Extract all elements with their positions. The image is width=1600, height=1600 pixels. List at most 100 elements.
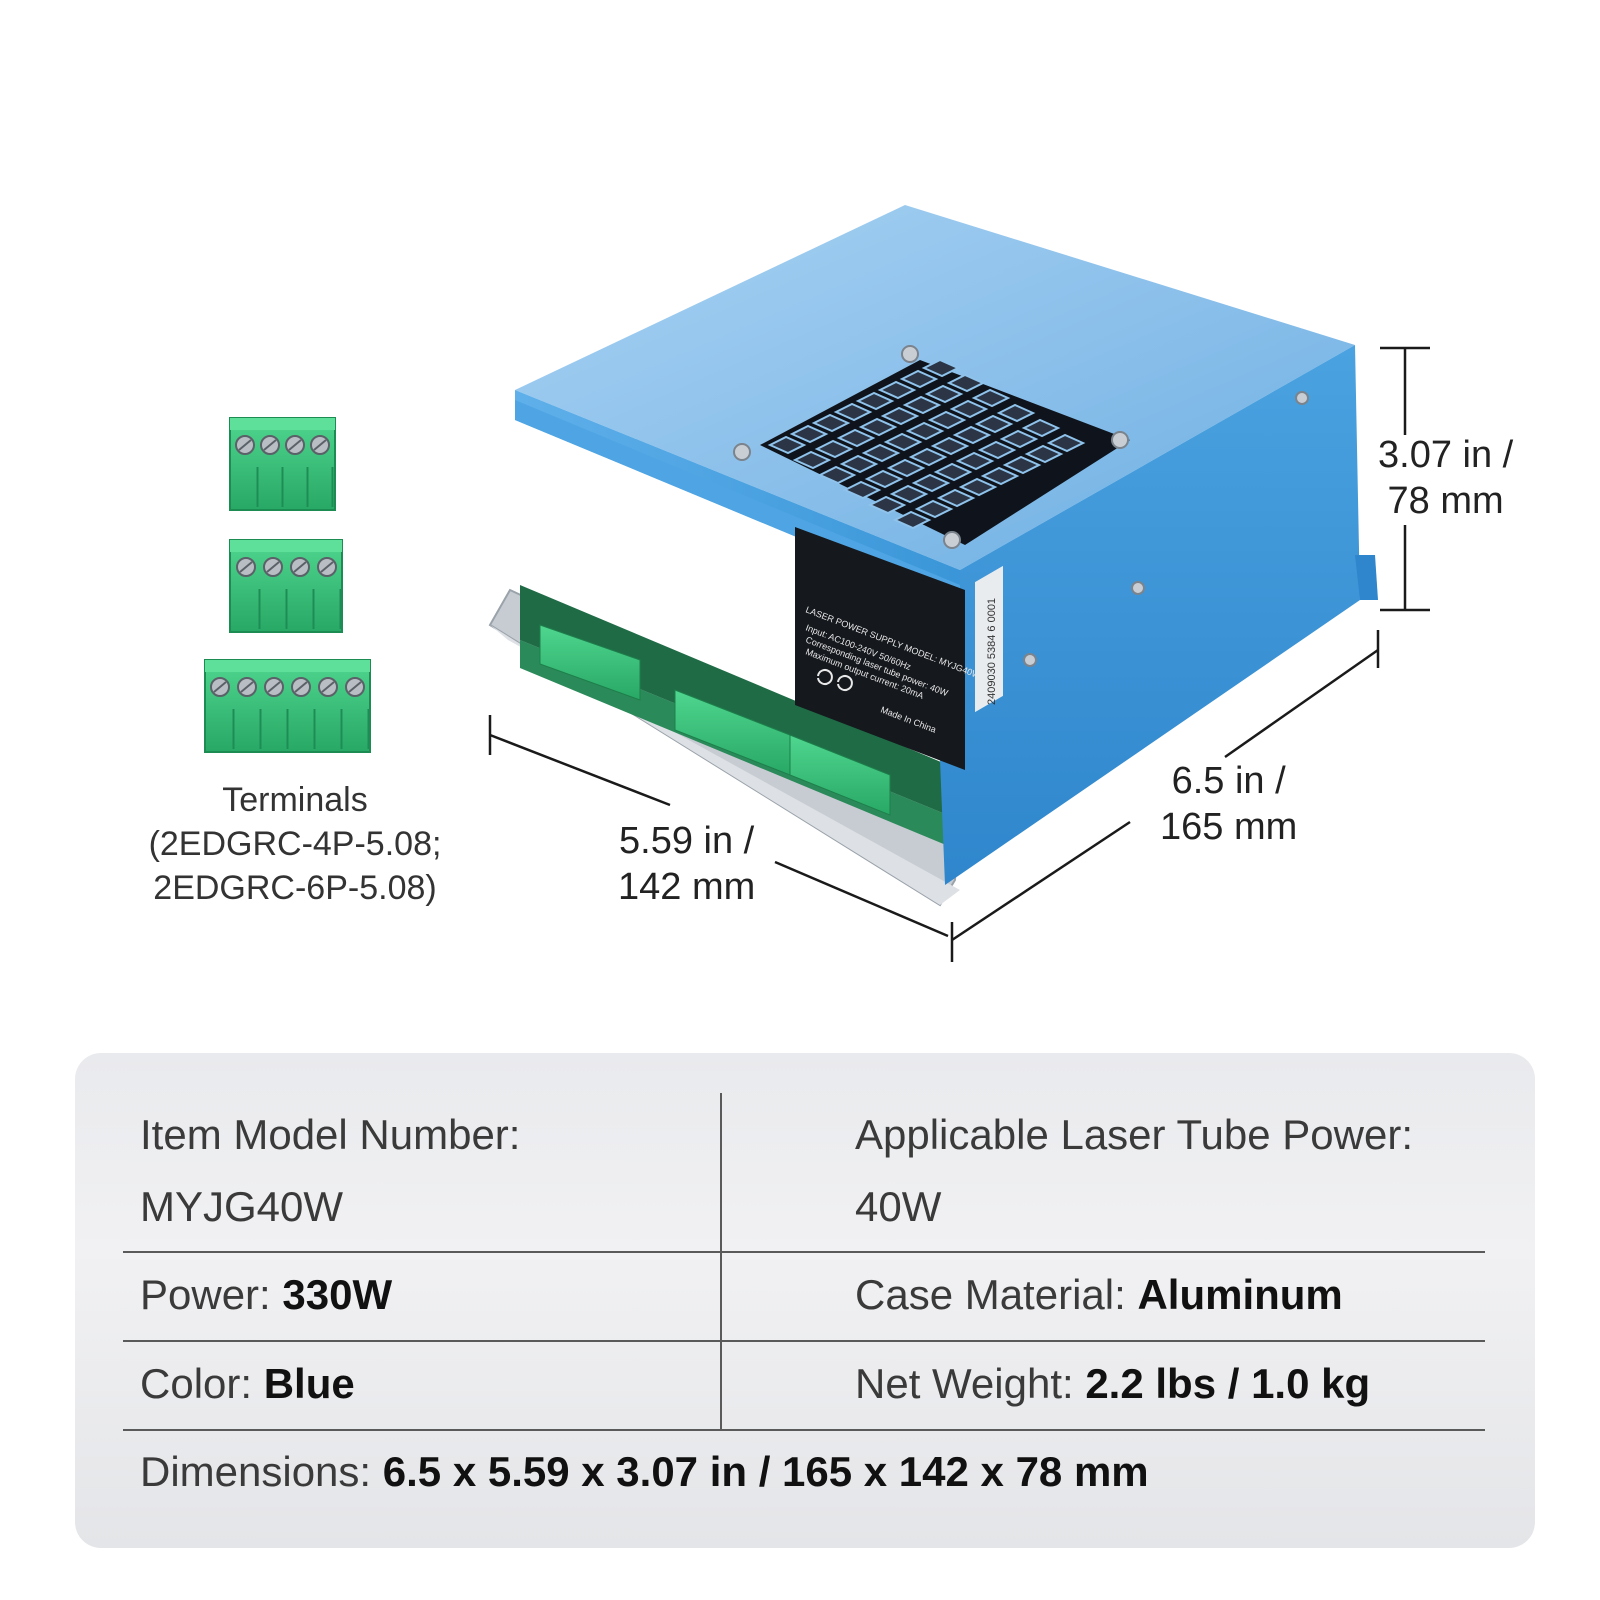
grille-hole	[905, 421, 945, 441]
screw-slot	[240, 681, 254, 693]
grille-hole	[767, 435, 807, 455]
screw-slot	[263, 439, 277, 451]
grille-hole	[858, 417, 898, 437]
grille-hole	[811, 413, 851, 433]
product-image-area: LASER POWER SUPPLY MODEL: MYJG40W Input:…	[120, 205, 1513, 962]
grille-hole	[883, 432, 923, 452]
weight-value: 2.2 lbs / 1.0 kg	[1085, 1360, 1371, 1407]
material-value: Aluminum	[1137, 1271, 1343, 1318]
grille-hole	[902, 395, 942, 415]
spec-label-plate	[795, 527, 965, 770]
depth-mm: 165 mm	[1160, 806, 1298, 848]
grille-hole	[789, 424, 829, 444]
terminal-block-4p-b	[229, 539, 343, 633]
color-row: Color: Blue	[140, 1360, 355, 1408]
dimensions-row: Dimensions: 6.5 x 5.59 x 3.07 in / 165 x…	[140, 1448, 1149, 1496]
grille-hole	[958, 477, 998, 497]
grille-hole	[977, 440, 1017, 460]
grille-hole	[839, 454, 879, 474]
power-value: 330W	[282, 1271, 393, 1318]
screw-slot	[320, 561, 334, 573]
serial-number: 2409030 5384 6 0001	[986, 598, 998, 705]
grille-hole	[892, 510, 932, 530]
terminals-model-4p: (2EDGRC-4P-5.08;	[148, 825, 442, 863]
screws	[733, 345, 1309, 667]
screw-slot	[267, 681, 281, 693]
model-value: MYJG40W	[140, 1183, 344, 1230]
grille-hole	[1024, 444, 1064, 464]
grille-hole	[1021, 418, 1061, 438]
grille-holes	[767, 358, 1086, 530]
color-label: Color:	[140, 1360, 264, 1407]
case-front-face	[940, 345, 1360, 885]
column-divider	[720, 1093, 722, 1429]
ce-mark-icon	[817, 669, 853, 691]
grille-hole	[936, 488, 976, 508]
grille-hole	[971, 388, 1011, 408]
grille-hole	[927, 410, 967, 430]
grille-hole	[899, 369, 939, 389]
grille-hole	[999, 429, 1039, 449]
grille-hole	[955, 451, 995, 471]
power-row: Power: 330W	[140, 1271, 392, 1319]
grille-hole	[946, 373, 986, 393]
spec-table: Item Model Number: MYJG40W Applicable La…	[75, 1053, 1535, 1548]
grille-hole	[996, 403, 1036, 423]
screw-slot	[288, 439, 302, 451]
terminal-block-6p	[204, 659, 371, 753]
terminals-caption: Terminals (2EDGRC-4P-5.08; 2EDGRC-6P-5.0…	[120, 778, 470, 910]
width-dimension-label: 5.59 in / 142 mm	[618, 818, 755, 910]
grille-hole	[1046, 433, 1086, 453]
grille-hole	[974, 414, 1014, 434]
depth-dimension-label: 6.5 in / 165 mm	[1160, 758, 1297, 850]
weight-row: Net Weight: 2.2 lbs / 1.0 kg	[855, 1360, 1370, 1408]
grille-hole	[1002, 455, 1042, 475]
terminals-model-6p: 2EDGRC-6P-5.08)	[153, 869, 437, 907]
grille-hole	[836, 428, 876, 448]
grille-hole	[833, 402, 873, 422]
screw-slot	[294, 681, 308, 693]
height-mm: 78 mm	[1387, 480, 1504, 522]
height-dimension-label: 3.07 in / 78 mm	[1378, 432, 1513, 524]
weight-label: Net Weight:	[855, 1360, 1086, 1407]
screw-slot	[239, 561, 253, 573]
screw-slot	[313, 439, 327, 451]
grille-hole	[949, 399, 989, 419]
dimensions-label: Dimensions:	[140, 1448, 383, 1495]
grille-hole	[877, 380, 917, 400]
grille-hole	[817, 465, 857, 485]
grille-hole	[952, 425, 992, 445]
dimension-lines	[488, 346, 1430, 962]
material-row: Case Material: Aluminum	[855, 1271, 1343, 1319]
grille-hole	[911, 473, 951, 493]
dimensions-value: 6.5 x 5.59 x 3.07 in / 165 x 142 x 78 mm	[382, 1448, 1149, 1495]
depth-inches: 6.5 in /	[1171, 760, 1286, 802]
width-inches: 5.59 in /	[619, 820, 755, 862]
grille-hole	[867, 495, 907, 515]
board-connectors	[539, 624, 891, 816]
grille-hole	[921, 358, 961, 378]
width-mm: 142 mm	[618, 866, 756, 908]
grille-hole	[914, 499, 954, 519]
grille-hole	[842, 480, 882, 500]
terminals-title: Terminals	[222, 781, 368, 819]
grille-hole	[980, 466, 1020, 486]
color-value: Blue	[263, 1360, 355, 1407]
height-inches: 3.07 in /	[1378, 434, 1514, 476]
grille-hole	[924, 384, 964, 404]
grille-hole	[855, 391, 895, 411]
terminal-block-4p-a	[229, 417, 336, 511]
grille-hole	[792, 450, 832, 470]
tube-power-label: Applicable Laser Tube Power:	[855, 1111, 1413, 1158]
screw-slot	[321, 681, 335, 693]
row-divider-3	[123, 1429, 1485, 1431]
grille-hole	[930, 436, 970, 456]
grille-hole	[886, 458, 926, 478]
material-label: Case Material:	[855, 1271, 1138, 1318]
tube-power-value: 40W	[855, 1183, 942, 1230]
screw-slot	[238, 439, 252, 451]
grille-hole	[861, 443, 901, 463]
screw-slot	[213, 681, 227, 693]
power-supply-illustration: LASER POWER SUPPLY MODEL: MYJG40W Input:…	[204, 205, 1430, 962]
grille-hole	[814, 439, 854, 459]
